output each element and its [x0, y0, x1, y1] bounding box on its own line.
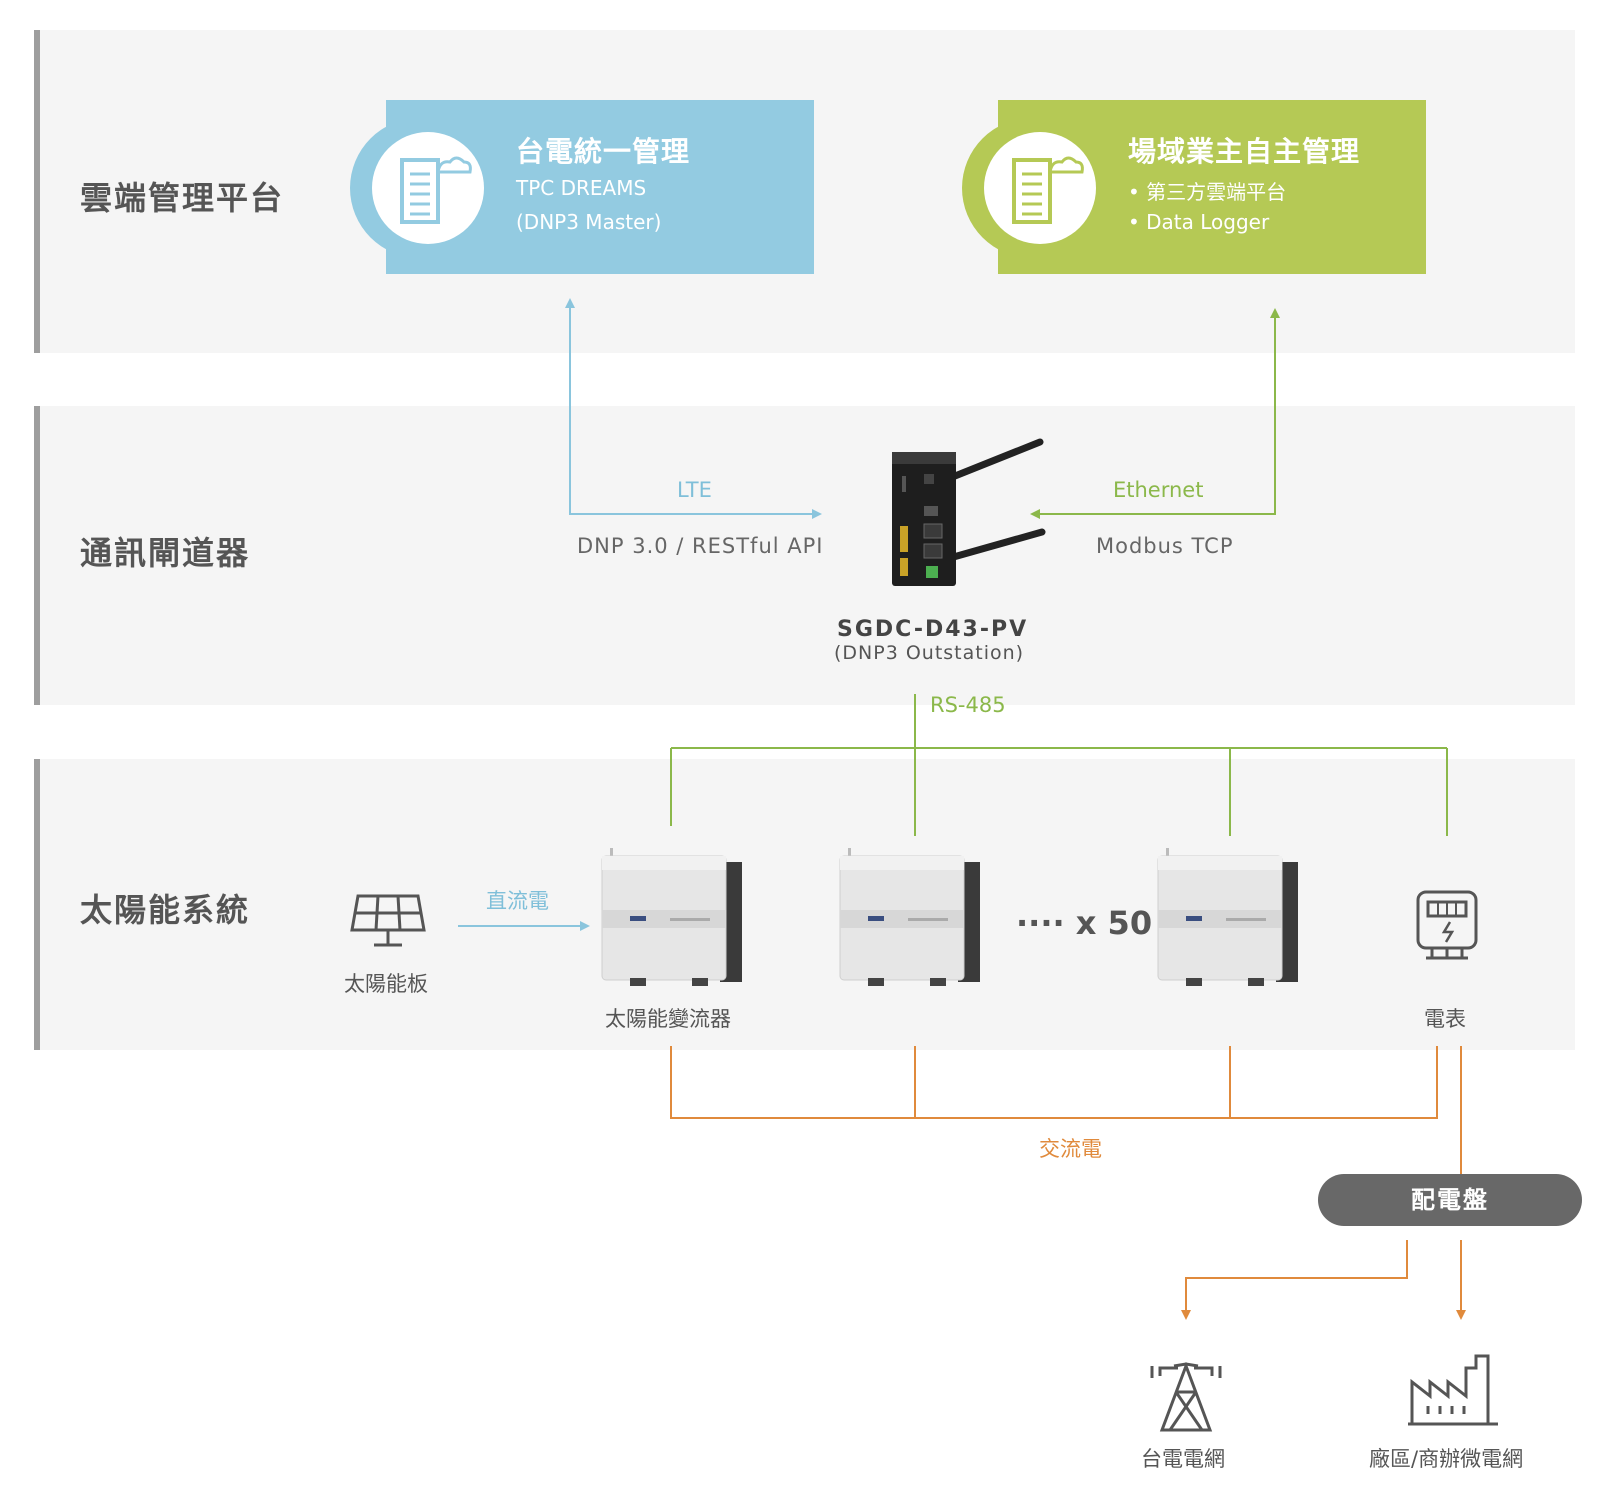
owner-title: 場域業主自主管理 — [1128, 135, 1361, 168]
ethernet-line — [1034, 315, 1276, 515]
device-role: (DNP3 Outstation) — [834, 642, 1025, 664]
ac-bus — [670, 1046, 1438, 1119]
ethernet-arrow-up — [1270, 308, 1280, 318]
owner-line1: • 第三方雲端平台 — [1128, 180, 1287, 204]
ethernet-arrow-left — [1030, 509, 1040, 519]
layer-label-gateway: 通訊閘道器 — [80, 534, 251, 572]
solar-panel-label: 太陽能板 — [344, 972, 428, 996]
device-name: SGDC-D43-PV — [837, 617, 1029, 642]
inverter-icon — [839, 848, 980, 986]
ac-label: 交流電 — [1039, 1137, 1102, 1161]
rs485-label: RS-485 — [930, 693, 1006, 717]
meter-label: 電表 — [1424, 1007, 1466, 1031]
server-cloud-icon — [1012, 156, 1084, 224]
ethernet-label: Ethernet — [1113, 478, 1204, 502]
server-cloud-icon — [400, 156, 472, 224]
grid-label: 台電電網 — [1141, 1447, 1225, 1471]
layer-band-solar — [34, 759, 1575, 1050]
dc-label: 直流電 — [486, 889, 549, 913]
tpc-card: 台電統一管理 TPC DREAMS (DNP3 Master) — [350, 100, 814, 274]
lte-arrow-right — [812, 509, 822, 519]
distribution-board: 配電盤 — [1318, 1174, 1582, 1226]
lte-label: LTE — [677, 478, 712, 502]
lte-arrow-up — [565, 298, 575, 308]
gateway-device-icon — [892, 438, 1046, 586]
board-to-grid — [1185, 1240, 1408, 1314]
inverter-label: 太陽能變流器 — [605, 1007, 731, 1031]
modbus-label: Modbus TCP — [1096, 534, 1234, 558]
layer-band-gateway — [34, 406, 1575, 705]
owner-card: 場域業主自主管理 • 第三方雲端平台 • Data Logger — [962, 100, 1426, 274]
tpc-line1: TPC DREAMS — [516, 176, 647, 200]
layer-label-cloud: 雲端管理平台 — [80, 179, 285, 217]
inverter-multiplier: ···· x 50 — [1016, 904, 1153, 942]
meter-icon — [1416, 890, 1478, 960]
layer-label-solar: 太陽能系統 — [80, 891, 251, 929]
microgrid-label: 廠區/商辦微電網 — [1369, 1447, 1524, 1471]
tpc-title: 台電統一管理 — [516, 135, 691, 168]
power-tower-icon — [1150, 1362, 1222, 1432]
lte-line — [569, 305, 818, 515]
owner-line2: • Data Logger — [1128, 210, 1270, 234]
factory-icon — [1408, 1354, 1498, 1426]
solar-panel-icon — [350, 894, 426, 947]
inverter-icon — [1157, 848, 1298, 986]
tpc-line2: (DNP3 Master) — [516, 210, 662, 234]
lte-sub-label: DNP 3.0 / RESTful API — [577, 534, 824, 558]
inverter-icon — [601, 848, 742, 986]
